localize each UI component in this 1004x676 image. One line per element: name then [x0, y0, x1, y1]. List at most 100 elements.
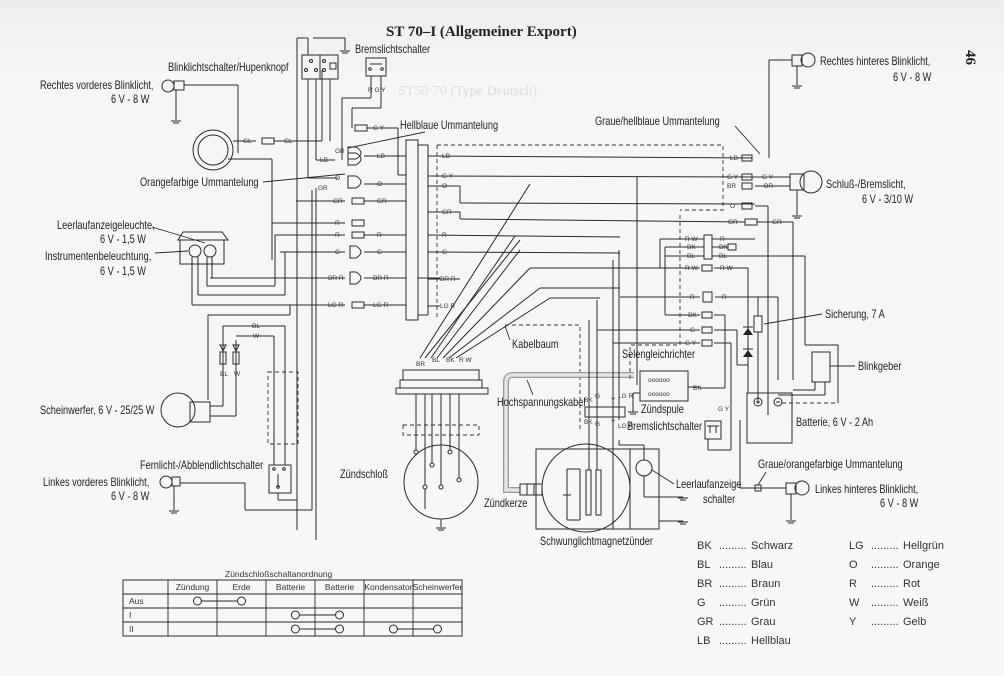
legend-code: Y: [849, 616, 857, 628]
blinker-switch-label: Blinklichtschalter/Hupenknopf: [168, 62, 289, 74]
connection-terminal: [335, 610, 344, 620]
wire-label: BK: [719, 244, 728, 251]
wire-label: LG R: [618, 393, 633, 400]
left-rear-blinker: [739, 420, 810, 524]
battery-label: Batterie, 6 V - 2 Ah: [796, 417, 873, 429]
table-column-header: Kondensator: [364, 582, 412, 592]
wire-label: GR: [728, 219, 738, 226]
ignition-coil: oooooo oooooo: [628, 370, 700, 415]
rectifier-diodes: [737, 326, 753, 366]
wire-label: G Y: [373, 125, 385, 132]
legend-color-name: Hellgrün: [903, 540, 944, 552]
legend-code: BL: [697, 559, 710, 571]
wire-label: LB: [730, 155, 738, 162]
wire-label: Y: [611, 397, 616, 404]
wire-label: Y: [611, 419, 616, 426]
orange-sheath-label: Orangefarbige Ummantelung: [140, 177, 259, 189]
switch-table-title: Zündschloßschaltanordnung: [225, 569, 333, 579]
wire-label: BR: [727, 183, 736, 190]
wire-label: G Y: [762, 174, 774, 181]
wire-label: G: [595, 393, 600, 400]
svg-text:oooooo: oooooo: [648, 377, 670, 384]
front-brake-switch: [341, 57, 387, 160]
wire-label: BR R: [328, 275, 344, 282]
wire-label: BK: [446, 357, 455, 364]
wire-label: BK: [584, 397, 593, 404]
bulb-icon: [161, 79, 175, 93]
legend-code: LG: [849, 540, 864, 552]
wire-label: LG R: [618, 423, 633, 430]
wire-label: R: [720, 236, 725, 243]
wire-label: GR: [335, 148, 345, 155]
legend-dots: .........: [871, 616, 899, 628]
legend-dots: .........: [719, 559, 747, 571]
legend-dots: .........: [719, 597, 747, 609]
wire-label: R: [377, 232, 382, 239]
legend-entry: LB.........Hellblau: [697, 635, 791, 647]
legend-color-name: Weiß: [903, 597, 929, 609]
wire-label: GR: [772, 219, 782, 226]
wire-label: BL: [220, 371, 228, 378]
legend-color-name: Grau: [751, 616, 775, 628]
ghost-text: ST50·70 (Type Deutsch): [398, 84, 537, 99]
wiring-harness-label: Kabelbaum: [512, 339, 559, 351]
neutral-switch-label: Leerlaufanzeige: [676, 479, 742, 491]
wire-label: BK: [584, 419, 593, 426]
connection-terminal: [192, 596, 202, 606]
light-blue-sheath-label: Hellblaue Ummantelung: [400, 120, 498, 132]
dimmer-switch: [268, 464, 297, 501]
wire-label: R W: [685, 265, 699, 272]
wire-label: BL: [252, 323, 260, 330]
legend-dots: .........: [871, 559, 899, 571]
wire-label: O: [335, 175, 340, 182]
headlight: [160, 305, 291, 465]
left-front-blinker-label: Linkes vorderes Blinklicht,: [43, 477, 149, 489]
wire-label: LB: [442, 153, 450, 160]
wire-label: BK: [688, 312, 697, 319]
legend-entry: BL.........Blau: [697, 559, 773, 571]
connection-terminal: [388, 624, 398, 634]
left-rear-blinker-label: Linkes hinteres Blinklicht,: [815, 484, 918, 496]
dimmer-switch-label: Fernlicht-/Abblendlichtschalter: [140, 460, 264, 472]
bulb-icon: [188, 244, 202, 258]
wire-label: BR: [764, 183, 773, 190]
bulb-icon: [800, 52, 816, 68]
neutral-switch-label-2: schalter: [703, 494, 736, 506]
right-rear-blinker: [768, 52, 816, 158]
wire-label: R W: [720, 265, 734, 272]
wire-label: R: [335, 232, 340, 239]
instrument-light-label: Instrumentenbeleuchtung,: [45, 251, 151, 263]
wire-label: GL: [284, 138, 293, 145]
connection-terminal: [237, 596, 246, 606]
legend-code: W: [849, 597, 860, 609]
wire-label: W: [234, 371, 241, 378]
rear-brake-switch: [704, 420, 732, 451]
blinker-horn-switch: [296, 37, 350, 530]
battery: [746, 392, 838, 444]
wire-label: G Y: [442, 173, 454, 180]
table-row-label: Aus: [129, 596, 144, 606]
battery-plus-icon: [753, 397, 763, 407]
left-rear-blinker-spec: 6 V - 8 W: [880, 498, 918, 510]
wire-label: BL: [687, 253, 695, 260]
magneto-label: Schwunglichtmagnetzünder: [540, 536, 653, 548]
connection-terminal: [335, 624, 344, 634]
legend-color-name: Rot: [903, 578, 920, 590]
legend-entry: W.........Weiß: [849, 597, 929, 609]
legend-code: LB: [697, 635, 710, 647]
legend-color-name: Hellblau: [751, 635, 791, 647]
battery-minus-icon: [773, 397, 783, 407]
legend-dots: .........: [719, 540, 747, 552]
wire-label: G: [442, 249, 447, 256]
wire-label: R W: [685, 236, 699, 243]
wire-label: R: [335, 220, 340, 227]
harness-trunk: LB G Y O GR R G BR R LG R: [427, 153, 756, 310]
headlight-label: Scheinwerfer, 6 V - 25/25 W: [40, 405, 155, 417]
legend-entry: Y.........Gelb: [849, 616, 926, 628]
legend-entry: R.........Rot: [849, 578, 920, 590]
wire-label: GR: [442, 209, 452, 216]
legend-entry: LG.........Hellgrün: [849, 540, 944, 552]
wire-label: BL: [719, 253, 727, 260]
